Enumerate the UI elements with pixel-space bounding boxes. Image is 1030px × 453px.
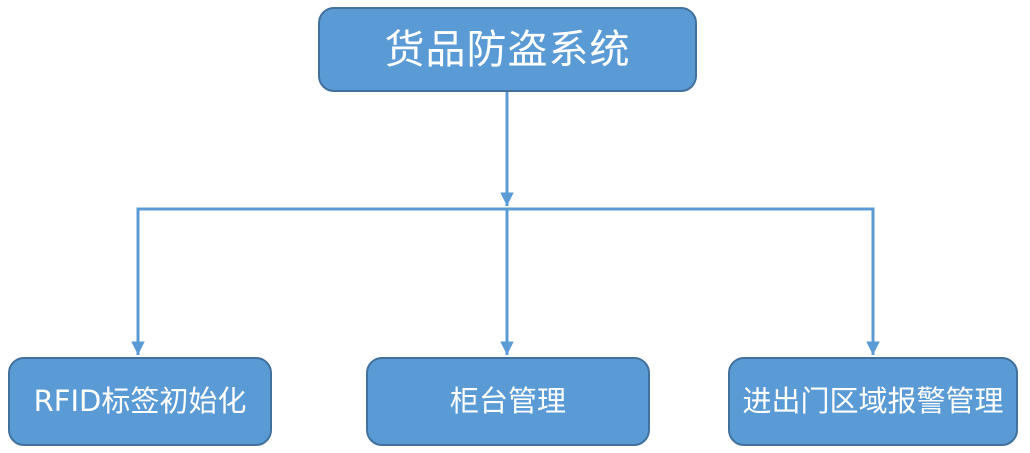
node-entry-exit-area-alarm: 进出门区域报警管理 [728, 357, 1018, 446]
node-counter-management-label: 柜台管理 [449, 383, 566, 418]
node-goods-antitheft-system: 货品防盗系统 [318, 7, 697, 92]
node-entry-exit-area-alarm-label: 进出门区域报警管理 [742, 383, 1004, 418]
node-rfid-tag-init-label: RFID标签初始化 [33, 383, 247, 418]
node-goods-antitheft-system-label: 货品防盗系统 [384, 26, 631, 73]
node-counter-management: 柜台管理 [366, 357, 650, 446]
node-rfid-tag-init: RFID标签初始化 [8, 357, 272, 446]
